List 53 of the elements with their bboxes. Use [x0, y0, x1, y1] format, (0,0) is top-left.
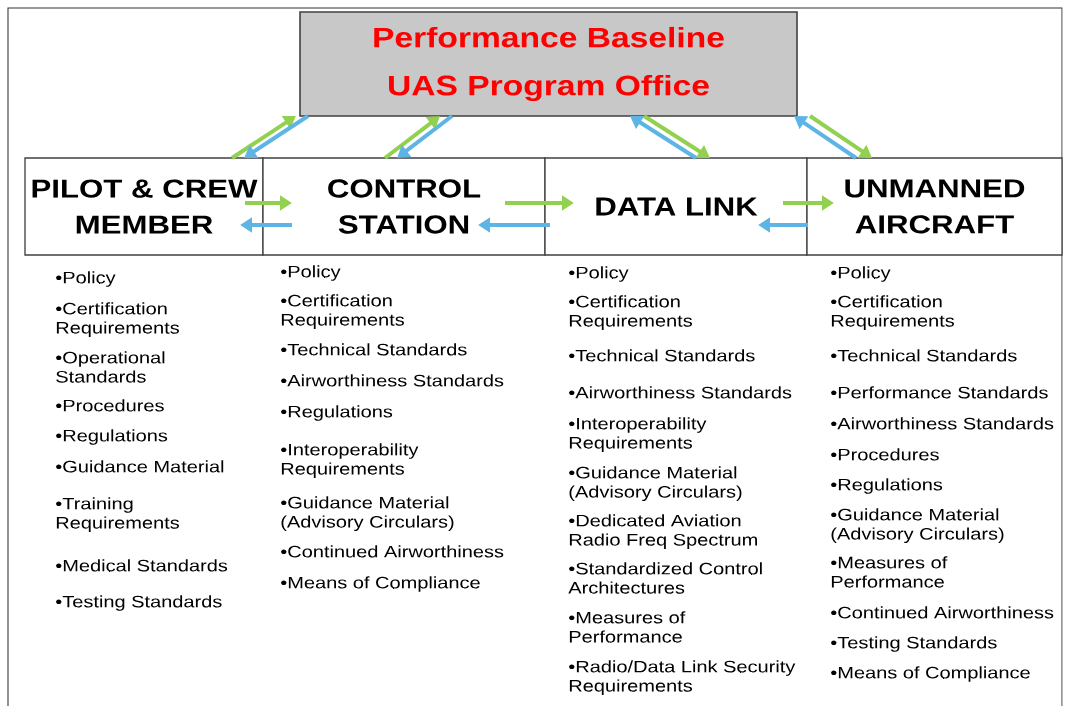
list-item: •Airworthiness Standards: [569, 386, 792, 399]
list-item: •Guidance Material (Advisory Circulars): [569, 466, 742, 501]
list-item: •Guidance Material: [56, 460, 224, 473]
list-item: •Policy: [569, 266, 629, 282]
list-item: •Radio/Data Link Security Requirements: [569, 660, 796, 695]
list-item: •Operational Standards: [56, 351, 165, 383]
list-item: •Measures of Performance: [569, 611, 686, 643]
arrow: [630, 115, 698, 160]
list-item: •Measures of Performance: [831, 556, 948, 588]
list-item: •Certification Requirements: [281, 294, 404, 329]
arrow: [642, 114, 710, 159]
list-item: •Testing Standards: [56, 595, 222, 611]
list-item: •Procedures: [56, 399, 164, 412]
list-item: •Dedicated Aviation Radio Freq Spectrum: [569, 514, 757, 549]
list-item: •Technical Standards: [281, 343, 467, 356]
list-item: •Guidance Material (Advisory Circulars): [281, 496, 454, 531]
category-box: CONTROL STATION: [262, 157, 546, 256]
arrow: [244, 114, 310, 158]
arrow: [397, 114, 454, 158]
list-item: •Certification Requirements: [56, 302, 179, 337]
category-box: DATA LINK: [544, 157, 808, 256]
title-box: Performance Baseline UAS Program Office: [299, 11, 798, 117]
list-item: •Regulations: [56, 429, 168, 445]
arrow: [794, 116, 858, 160]
category-box: PILOT & CREW MEMBER: [24, 157, 264, 256]
list-item: •Continued Airworthiness: [281, 545, 504, 558]
list-item: •Procedures: [831, 448, 939, 461]
list-item: •Certification Requirements: [831, 295, 955, 330]
list-item: •Certification Requirements: [569, 295, 692, 330]
list-item: •Standardized Control Architectures: [568, 562, 762, 594]
list-item: •Medical Standards: [56, 559, 228, 572]
list-item: •Interoperability Requirements: [569, 417, 707, 452]
list-item: •Continued Airworthiness: [831, 606, 1054, 619]
arrow: [808, 114, 872, 158]
list-item: •Means of Compliance: [831, 666, 1030, 682]
list-item: •Means of Compliance: [281, 576, 480, 592]
list-item: •Airworthiness Standards: [281, 374, 504, 387]
list-item: •Policy: [56, 271, 116, 287]
list-item: •Training Requirements: [56, 497, 179, 532]
list-item: •Technical Standards: [831, 349, 1017, 362]
arrow: [230, 116, 296, 160]
list-item: •Policy: [281, 265, 341, 281]
arrow: [383, 116, 440, 160]
list-item: •Policy: [831, 266, 891, 282]
list-item: •Airworthiness Standards: [831, 417, 1054, 430]
list-item: •Performance Standards: [831, 386, 1048, 399]
list-item: •Testing Standards: [831, 636, 997, 652]
list-item: •Guidance Material (Advisory Circulars): [831, 508, 1004, 543]
list-item: •Regulations: [281, 405, 393, 421]
category-box: UNMANNED AIRCRAFT: [806, 157, 1063, 256]
list-item: •Regulations: [831, 478, 943, 494]
list-item: •Technical Standards: [569, 349, 755, 362]
list-item: •Interoperability Requirements: [281, 443, 419, 478]
